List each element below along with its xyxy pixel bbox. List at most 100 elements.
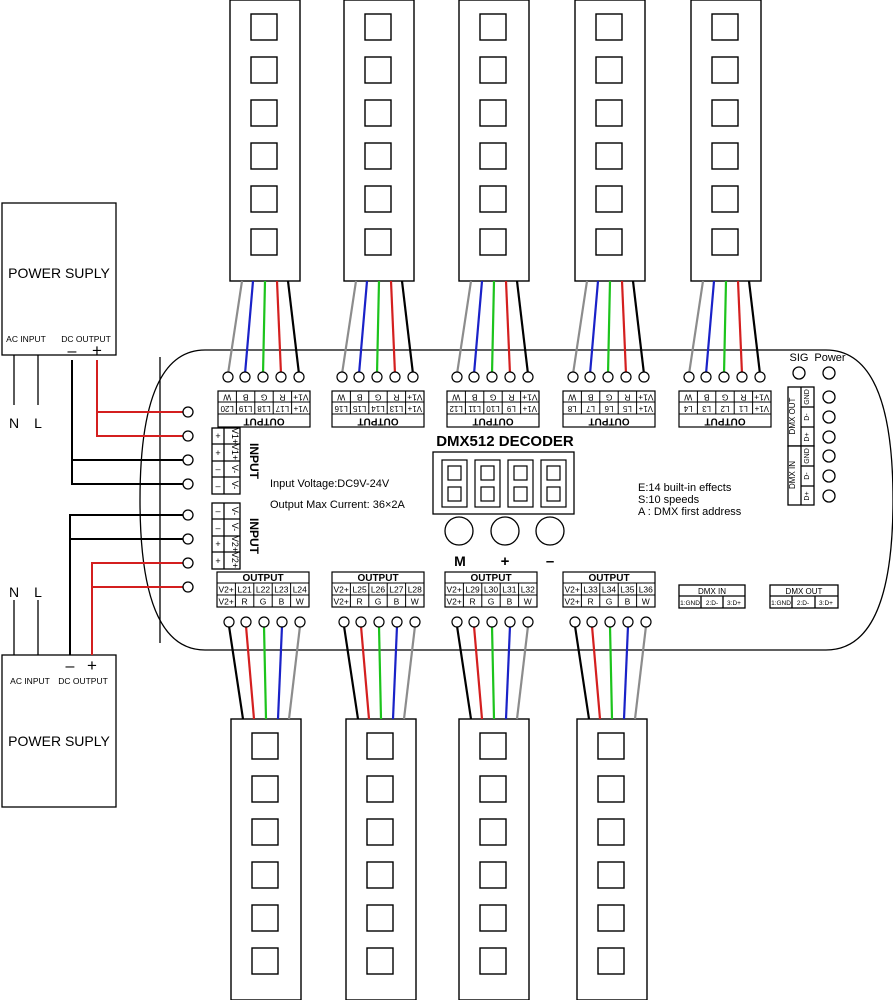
output-cell: L7 — [586, 404, 595, 413]
dmx-out-bottom-pin: 1:GND — [771, 600, 791, 607]
led-chip — [595, 228, 623, 256]
strip-wire — [262, 625, 268, 720]
output-cell: V1+ — [522, 392, 537, 402]
plus-button-label: + — [501, 553, 510, 570]
output-block-frame — [562, 390, 656, 428]
output-terminal — [700, 371, 712, 383]
strip-wire — [472, 280, 484, 375]
input-terminal — [182, 406, 194, 418]
led-chip — [479, 185, 507, 213]
led-chip — [595, 56, 623, 84]
power-supply-top-ac-label: AC INPUT — [6, 334, 46, 344]
output-cell: L29 — [466, 585, 480, 595]
power-label: Power — [814, 352, 846, 364]
output-terminal — [373, 616, 385, 628]
output-cell: G — [722, 392, 729, 402]
strip-wire — [515, 280, 530, 375]
input-block-2-sign: + — [215, 556, 220, 566]
output-cell: G — [260, 597, 267, 607]
dmx-in-bottom-pin: 3:D+ — [727, 600, 741, 607]
address-label: A : DMX first address — [638, 506, 742, 518]
output-terminal — [391, 616, 403, 628]
output-terminal — [257, 371, 269, 383]
output-terminal — [569, 616, 581, 628]
input-block-1-label: INPUT — [247, 443, 261, 480]
decoder-title: DMX512 DECODER — [436, 433, 574, 450]
led-chip — [366, 904, 394, 932]
output-terminal — [338, 616, 350, 628]
dmx-in-bottom-pin: 2:D- — [706, 600, 718, 607]
output-cell: B — [625, 597, 631, 607]
input-block-1-sign: – — [215, 481, 220, 491]
led-chip — [364, 99, 392, 127]
output-block-title: OUTPUT — [470, 573, 511, 584]
dmx-in-bottom-block: DMX IN 1:GND 2:D- 3:D+ — [678, 584, 746, 609]
output-cell: W — [337, 392, 345, 402]
output-terminal — [486, 371, 498, 383]
output-cell: B — [242, 392, 248, 402]
output-cell: B — [394, 597, 400, 607]
input-block-2: – – + + V- V- V2+ V2+ INPUT — [211, 502, 261, 570]
led-chip — [711, 99, 739, 127]
output-cell: L8 — [567, 404, 576, 413]
output-terminal — [586, 616, 598, 628]
led-chip — [595, 185, 623, 213]
output-cell: G — [606, 392, 613, 402]
minus-button-label: – — [546, 553, 554, 570]
output-cell: R — [588, 597, 594, 607]
strip-wire — [227, 625, 245, 720]
led-chip — [479, 904, 507, 932]
led-chip — [366, 775, 394, 803]
output-cell: L24 — [293, 585, 307, 595]
strip-wire — [389, 280, 397, 375]
output-cell: L17 — [275, 404, 289, 413]
led-chip — [479, 228, 507, 256]
led-chip — [479, 13, 507, 41]
segment-digit — [507, 459, 534, 508]
power-supply-top-n-label: N — [9, 415, 19, 431]
strip-wire — [622, 625, 630, 720]
input-voltage-label: Input Voltage:DC9V-24V — [270, 478, 390, 490]
power-supply-top-title: POWER SUPLY — [8, 265, 110, 281]
control-buttons: M + – — [444, 516, 565, 570]
output-terminal — [451, 371, 463, 383]
psu-top-negative-wire-2 — [71, 460, 188, 485]
led-strip-bottom — [345, 718, 417, 1000]
dmx-terminal — [822, 449, 836, 463]
led-chip — [251, 861, 279, 889]
segment-digit — [540, 459, 567, 508]
output-cell: L34 — [602, 585, 616, 595]
input-block-1-pin: V1+ — [230, 428, 240, 444]
sig-label: SIG — [790, 352, 809, 364]
output-terminal — [293, 371, 305, 383]
segment-digit-upper — [546, 465, 561, 481]
output-block-frame — [446, 390, 540, 428]
power-supply-bottom-title: POWER SUPLY — [8, 733, 110, 749]
power-supply-bottom-minus: – — [66, 658, 75, 675]
output-cell: B — [703, 392, 709, 402]
output-terminal — [522, 371, 534, 383]
input-block-2-label: INPUT — [247, 518, 261, 555]
strip-wire — [747, 280, 762, 375]
minus-button[interactable] — [535, 516, 565, 546]
led-chip — [251, 818, 279, 846]
output-terminal — [504, 616, 516, 628]
bottom-strip-wires — [569, 616, 652, 720]
strip-wire — [722, 280, 728, 375]
segment-display-frame — [432, 451, 575, 515]
dmx-out-bottom-block: DMX OUT 1:GND 2:D- 3:D+ — [769, 584, 839, 609]
power-supply-bottom-ac-label: AC INPUT — [10, 676, 50, 686]
output-cell: V1+ — [754, 404, 769, 413]
strip-wire — [276, 625, 284, 720]
output-cell: L11 — [468, 404, 481, 413]
power-supply-top: POWER SUPLY AC INPUT DC OUTPUT – + N L — [1, 202, 117, 431]
output-terminal — [640, 616, 652, 628]
output-terminal — [584, 371, 596, 383]
mode-button[interactable] — [444, 516, 474, 546]
plus-button[interactable] — [490, 516, 520, 546]
output-cell: V2+ — [565, 597, 580, 607]
led-chip — [597, 861, 625, 889]
